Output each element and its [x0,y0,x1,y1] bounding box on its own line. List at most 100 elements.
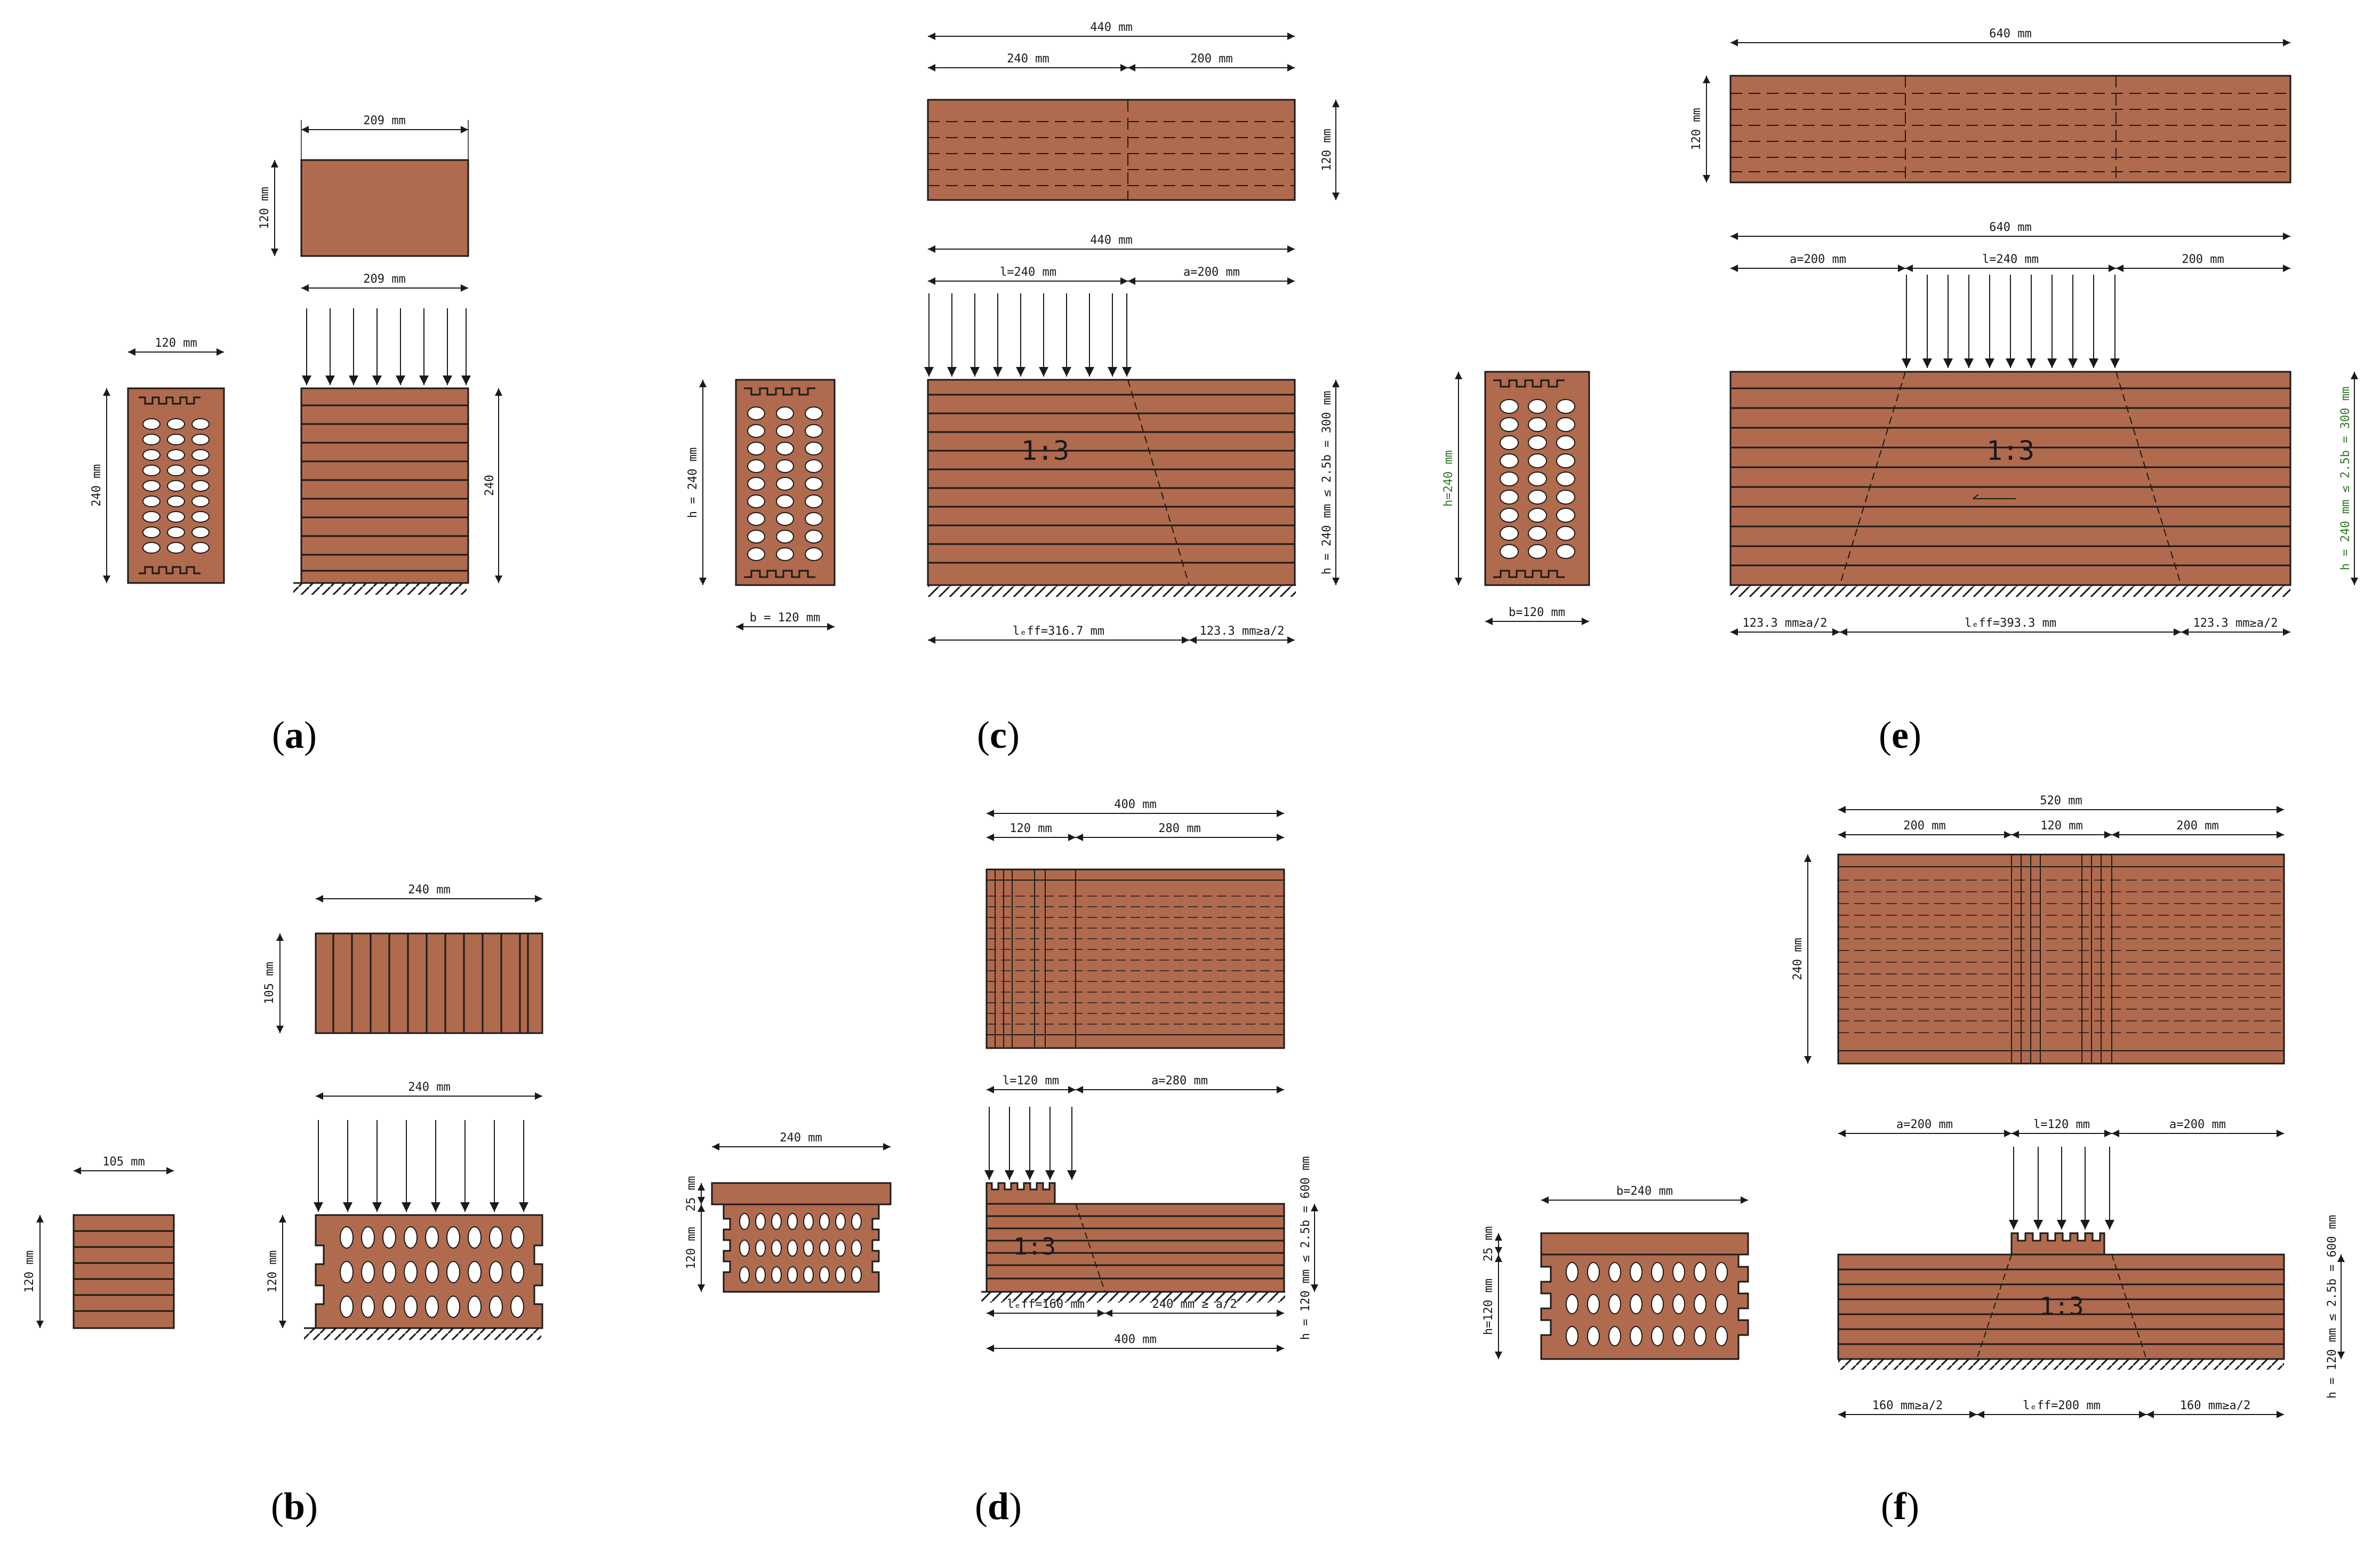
f-side-h: h=120 mm [1482,1279,1495,1335]
a-top-width: 209 mm [363,114,405,127]
f-top-a2: 200 mm [2176,819,2218,833]
panel-c: 440 mm 240 mm 200 mm 120 mm 440 mm l=240… [686,21,1340,644]
e-a2: 200 mm [2182,253,2224,266]
f-rest-left: 160 mm≥a/2 [1872,1399,1943,1412]
d-a: a=280 mm [1151,1074,1208,1088]
f-load-arrows [2009,1147,2114,1229]
b-load-arrows [314,1120,528,1212]
c-top-height: 120 mm [1320,129,1334,171]
d-side-w: 240 mm [780,1131,822,1145]
f-wall [1837,1253,2285,1360]
a-front-height: 240 [483,475,496,496]
c-side-h: h = 240 mm [686,448,700,518]
c-side-b: b = 120 mm [750,611,820,625]
d-perforations [739,1213,862,1283]
b-side-height: 120 mm [23,1250,36,1292]
f-top-total: 520 mm [2040,794,2082,808]
b-side-view [73,1214,175,1329]
f-side-t: 25 mm [1482,1226,1495,1261]
f-a2: a=200 mm [2169,1118,2226,1131]
caption-c: (c) [977,714,1020,756]
d-side-h: 120 mm [685,1227,698,1269]
d-load-plate [985,1182,1056,1205]
c-ratio: 1:3 [1021,435,1069,466]
e-top-height: 120 mm [1690,108,1703,150]
caption-d: (d) [975,1485,1022,1528]
d-wall [985,1203,1285,1293]
caption-a: (a) [272,714,317,756]
e-h: h = 240 mm ≤ 2.5b = 300 mm [2339,387,2352,570]
caption-f: (f) [1881,1485,1919,1528]
f-h: h = 120 mm ≤ 2.5b = 600 mm [2326,1215,2339,1399]
a-perforations [142,418,210,554]
e-wall [1729,371,2291,586]
caption-e: (e) [1879,714,1921,756]
f-top-view [1837,853,2285,1065]
c-wall [927,379,1296,586]
e-side-b: b=120 mm [1509,606,1565,619]
c-top-a: 200 mm [1190,52,1232,66]
f-top-height: 240 mm [1791,938,1805,980]
d-load-arrows [984,1107,1077,1180]
b-front-height: 120 mm [266,1250,279,1292]
d-side-plate [711,1182,892,1205]
e-top-total: 640 mm [1989,27,2031,41]
d-h: h = 120 mm ≤ 2.5b = 600 mm [1299,1156,1312,1340]
c-top-total: 440 mm [1090,21,1132,34]
b-top-width: 240 mm [408,883,450,897]
b-top-height: 105 mm [263,962,276,1004]
d-ratio: 1:3 [1013,1233,1055,1260]
c-a: a=200 mm [1183,266,1240,279]
d-top-total: 400 mm [1114,798,1156,811]
a-load-width: 209 mm [363,273,405,286]
panel-f: 520 mm 200 mm 120 mm 200 mm 240 mm a=200… [1482,794,2345,1418]
a-side-height: 240 mm [90,464,103,506]
c-rest: 123.3 mm≥a/2 [1200,625,1285,638]
f-l: l=120 mm [2033,1118,2090,1131]
c-top-l: 240 mm [1007,52,1049,66]
a-front-view [300,387,469,584]
a-top-view [300,159,469,257]
panel-d: 400 mm 120 mm 280 mm l=120 mm a=280 mm [685,798,1318,1352]
e-total: 640 mm [1989,221,2031,234]
e-l: l=240 mm [1982,253,2039,266]
d-bottom: 400 mm [1114,1333,1156,1346]
c-leff: lₑff=316.7 mm [1013,625,1104,638]
f-side-plate [1540,1232,1749,1256]
panel-captions: (a) (b) (c) (d) (e) (f) [271,714,1921,1528]
panel-a: 209 mm 120 mm 209 mm 240 [90,114,502,595]
c-load-arrows [924,293,1132,377]
e-perforations [1500,399,1575,559]
d-side-t: 25 mm [685,1176,698,1211]
d-leff: lₑff=160 mm [1007,1298,1085,1311]
f-top-l: 120 mm [2040,819,2082,833]
d-top-a: 280 mm [1158,822,1200,835]
c-total: 440 mm [1090,234,1132,247]
e-a: a=200 mm [1790,253,1846,266]
f-top-a: 200 mm [1903,819,1945,833]
f-side-w: b=240 mm [1616,1185,1673,1198]
f-leff: lₑff=200 mm [2023,1399,2101,1412]
f-ratio: 1:3 [2039,1292,2083,1321]
b-perforations [340,1226,524,1318]
c-top-view [927,99,1296,201]
e-rest-right: 123.3 mm≥a/2 [2193,617,2278,630]
b-top-view [315,932,543,1034]
e-ratio: 1:3 [1986,435,2034,466]
a-top-height: 120 mm [258,187,271,229]
e-load-arrows [1902,275,2120,368]
e-side-h: h=240 mm [1442,450,1455,507]
e-rest-left: 123.3 mm≥a/2 [1743,617,1828,630]
f-perforations [1566,1262,1728,1346]
c-l: l=240 mm [1000,266,1056,279]
f-a: a=200 mm [1896,1118,1953,1131]
f-load-plate [2010,1232,2105,1256]
caption-b: (b) [271,1485,318,1528]
c-perforations [747,406,823,561]
d-top-l: 120 mm [1009,822,1052,835]
b-load-width: 240 mm [408,1081,450,1094]
panel-b: 240 mm 105 mm 240 mm 120 mm [23,883,543,1340]
e-top-view [1729,75,2291,183]
a-load-arrows [302,308,471,385]
